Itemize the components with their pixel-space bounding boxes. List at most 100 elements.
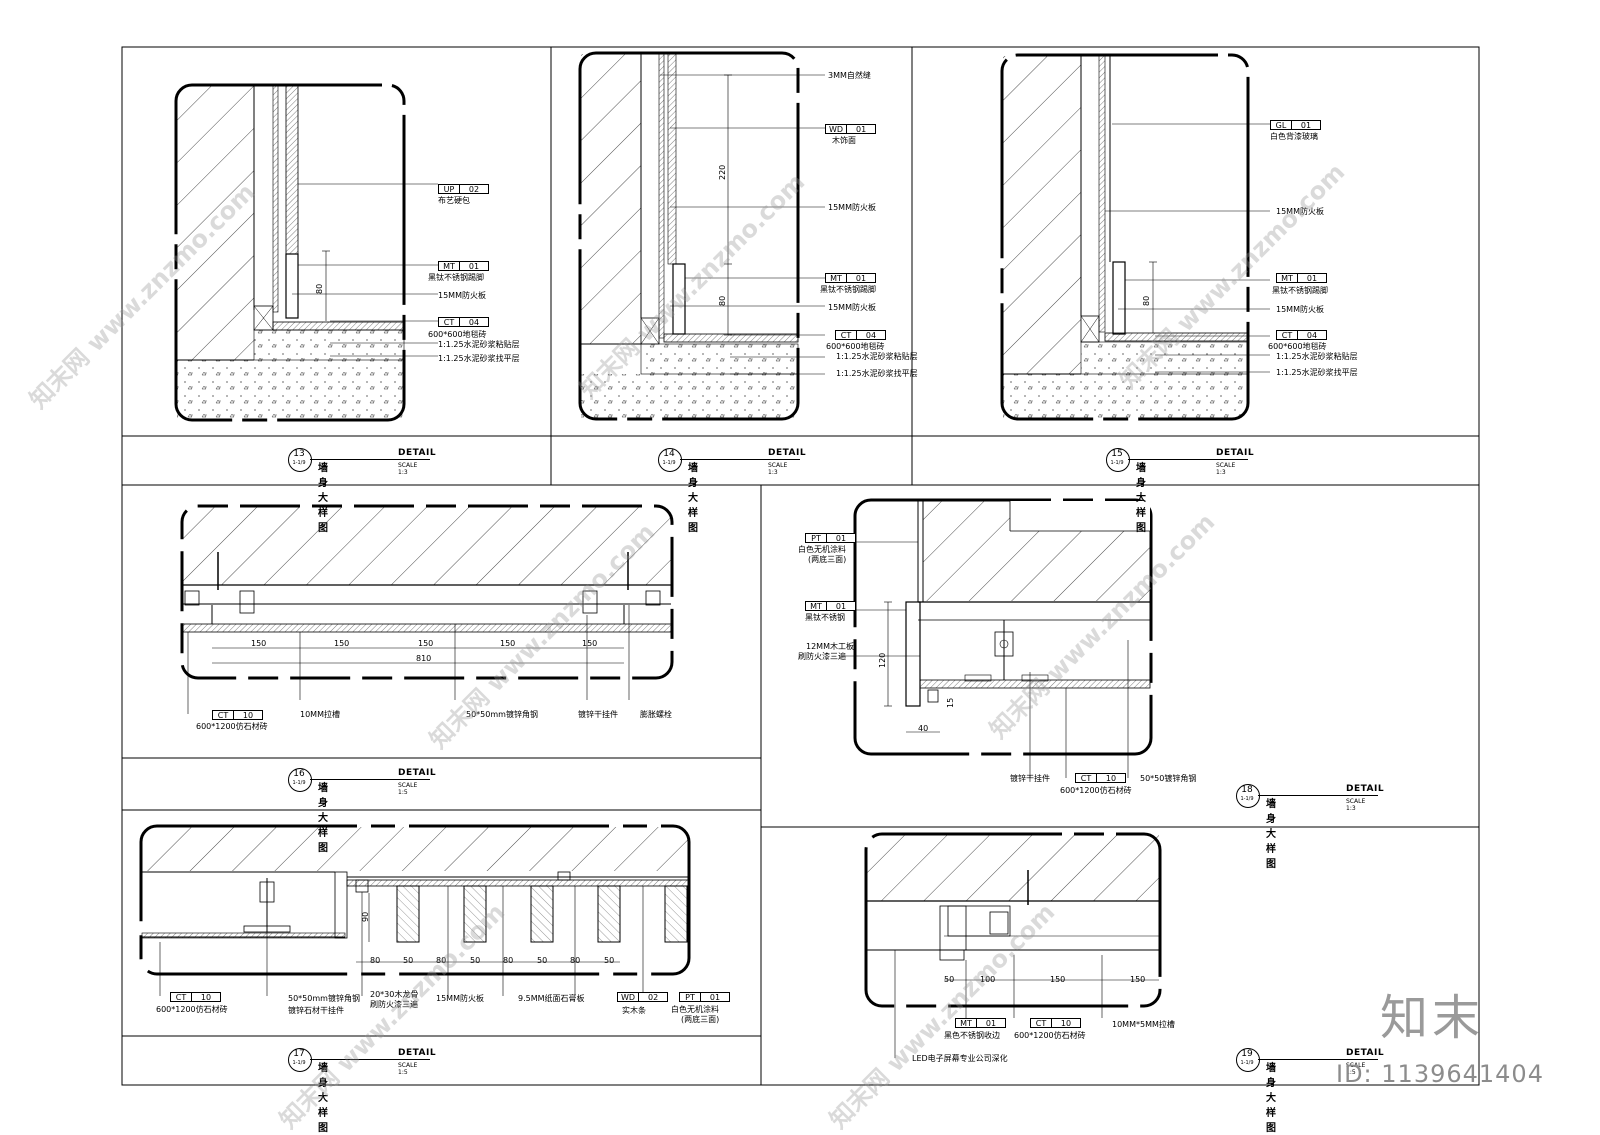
tag-code: MT xyxy=(1276,273,1298,283)
tag-code: CT xyxy=(438,317,460,327)
d17-dim-90: 90 xyxy=(361,911,370,922)
tag-num: 01 xyxy=(827,601,856,611)
d17-note-angle: 50*50mm镀锌角钢 xyxy=(288,994,360,1003)
detail-scale: SCALE 1:5 xyxy=(398,1062,418,1076)
detail-17-drawing xyxy=(139,824,691,996)
detail-number-circle xyxy=(288,1048,312,1072)
d19-dim-4: 150 xyxy=(1130,975,1146,984)
d17-note-fireproof: 刷防火漆三遍 xyxy=(370,1000,418,1009)
d19-note-groove: 10MM*5MM拉槽 xyxy=(1112,1020,1175,1029)
d13-desc-ct: 600*600地毯砖 xyxy=(428,330,487,339)
tag-code: WD xyxy=(617,992,640,1002)
d17-dim-1: 80 xyxy=(370,956,381,965)
detail-sheet-ref: 1-1/9 xyxy=(292,460,306,466)
d17-note-keel: 20*30木龙骨 xyxy=(370,990,419,999)
detail-name: 墙身大样图 xyxy=(318,463,328,534)
d16-dim-2: 150 xyxy=(334,639,350,648)
d17-dim-6: 50 xyxy=(537,956,548,965)
image-id-label: ID: 1139641404 xyxy=(1336,1060,1544,1088)
detail-number-circle xyxy=(1236,1048,1260,1072)
tag-num: 04 xyxy=(460,317,489,327)
d16-note-bolt: 膨胀螺栓 xyxy=(640,710,672,719)
tag-code: CT xyxy=(835,330,857,340)
detail-number: 14 xyxy=(663,449,675,459)
detail-13-drawing xyxy=(174,83,438,422)
d15-note-fireboard-2: 15MM防火板 xyxy=(1276,305,1324,314)
d13-note-level: 1:1.25水泥砂浆找平层 xyxy=(438,354,520,363)
d17-dim-5: 80 xyxy=(503,956,514,965)
d14-dim-220: 220 xyxy=(718,164,727,180)
detail-15-drawing xyxy=(1000,53,1270,421)
sheet-frame xyxy=(121,46,1480,1086)
detail-scale: SCALE 1:5 xyxy=(398,782,418,796)
d17-note-hanger: 镀锌石材干挂件 xyxy=(288,1006,344,1015)
tag-num: 04 xyxy=(1298,330,1327,340)
tag-code: MT xyxy=(438,261,460,271)
detail-name: 墙身大样图 xyxy=(1266,799,1276,870)
d16-dim-4: 150 xyxy=(500,639,516,648)
tag-code: UP xyxy=(438,184,460,194)
detail-number-circle xyxy=(288,768,312,792)
d17-note-fireboard: 15MM防火板 xyxy=(436,994,484,1003)
detail-14-drawing xyxy=(578,51,825,421)
detail-label: DETAIL xyxy=(1346,1048,1385,1058)
d18-note-fireproof: 刷防火漆三遍 xyxy=(798,652,846,661)
title-underline xyxy=(310,1059,430,1060)
d13-desc-mt: 黑钛不锈钢踢脚 xyxy=(428,273,484,282)
detail-sheet-ref: 1-1/9 xyxy=(292,1060,306,1066)
tag-code: CT xyxy=(212,710,234,720)
d17-desc-ct: 600*1200仿石材砖 xyxy=(156,1005,228,1014)
detail-number-circle xyxy=(1106,448,1130,472)
d14-desc-ct: 600*600地毯砖 xyxy=(826,342,885,351)
detail-name: 墙身大样图 xyxy=(318,783,328,854)
d18-desc-mt: 黑钛不锈钢 xyxy=(805,613,845,622)
d14-desc-wd: 木饰面 xyxy=(832,136,856,145)
d19-dim-3: 150 xyxy=(1050,975,1066,984)
d14-note-bond: 1:1.25水泥砂浆粘贴层 xyxy=(836,352,918,361)
d18-desc-pt: 白色无机涂料 xyxy=(798,545,846,554)
tag-code: CT xyxy=(1075,773,1097,783)
tag-num: 10 xyxy=(1097,773,1126,783)
d17-desc-pt: 白色无机涂料 xyxy=(671,1005,719,1014)
detail-sheet-ref: 1-1/9 xyxy=(1110,460,1124,466)
d16-dim-3: 150 xyxy=(418,639,434,648)
d19-desc-mt: 黑色不锈钢收边 xyxy=(944,1031,1000,1040)
d18-note-hanger: 镀锌干挂件 xyxy=(1010,774,1050,783)
d16-dim-total: 810 xyxy=(416,654,432,663)
d15-desc-ct: 600*600地毯砖 xyxy=(1268,342,1327,351)
d13-dim-80: 80 xyxy=(315,283,324,294)
title-underline xyxy=(1258,1059,1378,1060)
detail-label: DETAIL xyxy=(398,1048,437,1058)
d18-dim-15: 15 xyxy=(946,697,955,708)
detail-scale: SCALE 1:3 xyxy=(1216,462,1236,476)
d19-dim-1: 50 xyxy=(944,975,955,984)
tag-code: MT xyxy=(825,273,847,283)
detail-18-drawing xyxy=(845,498,1153,778)
d15-note-level: 1:1.25水泥砂浆找平层 xyxy=(1276,368,1358,377)
tag-num: 04 xyxy=(857,330,886,340)
d14-note-fireboard-1: 15MM防火板 xyxy=(828,203,876,212)
d15-note-fireboard-1: 15MM防火板 xyxy=(1276,207,1324,216)
tag-code: CT xyxy=(1276,330,1298,340)
detail-label: DETAIL xyxy=(768,448,807,458)
d17-note-coats: (两底三面) xyxy=(681,1015,720,1024)
d16-note-angle: 50*50mm镀锌角钢 xyxy=(466,710,538,719)
tag-code: MT xyxy=(805,601,827,611)
detail-number-circle xyxy=(658,448,682,472)
d17-note-gypsum: 9.5MM纸面石膏板 xyxy=(518,994,585,1003)
tag-num: 10 xyxy=(234,710,263,720)
tag-code: CT xyxy=(1030,1018,1052,1028)
d17-dim-8: 50 xyxy=(604,956,615,965)
